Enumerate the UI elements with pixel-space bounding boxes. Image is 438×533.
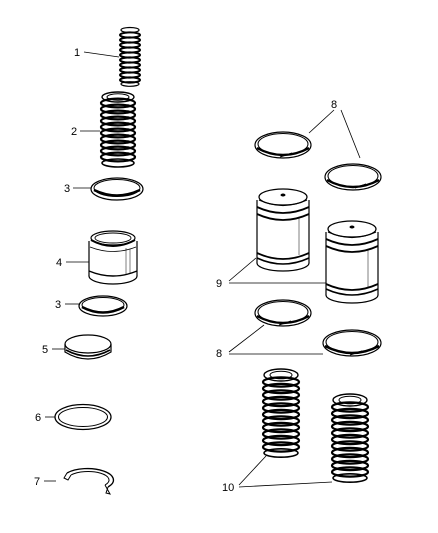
seal-ring-icon	[324, 163, 382, 191]
callout-3: 3	[64, 183, 70, 195]
seal-ring-icon	[254, 299, 312, 327]
callout-3-lower: 3	[55, 299, 61, 311]
o-ring-icon	[54, 403, 112, 431]
coil-spring-icon	[330, 392, 370, 484]
seal-ring-icon	[90, 177, 144, 201]
piston-icon	[88, 230, 138, 285]
small-coil-spring-icon	[119, 26, 141, 88]
callout-labels: 1 2 3 4 3 5 6 7 8 9 8 10	[34, 47, 337, 494]
seal-ring-icon	[78, 295, 128, 317]
callout-9: 9	[216, 278, 222, 290]
callout-10: 10	[222, 482, 234, 494]
seal-ring-icon	[322, 329, 382, 357]
callout-1: 1	[74, 47, 80, 59]
leader-lines	[44, 51, 361, 488]
accumulator-piston-icon	[325, 220, 379, 304]
seal-ring-icon	[254, 131, 312, 159]
snap-ring-icon	[63, 467, 115, 495]
callout-8-lower: 8	[216, 348, 222, 360]
callout-5: 5	[42, 344, 48, 356]
callout-6: 6	[35, 412, 41, 424]
disc-plug-icon	[64, 334, 112, 360]
accumulator-piston-icon	[256, 188, 310, 272]
callout-8: 8	[331, 99, 337, 111]
callout-7: 7	[34, 476, 40, 488]
coil-spring-icon	[261, 367, 301, 459]
callout-2: 2	[71, 126, 77, 138]
callout-4: 4	[56, 257, 62, 269]
coil-spring-icon	[99, 90, 137, 169]
